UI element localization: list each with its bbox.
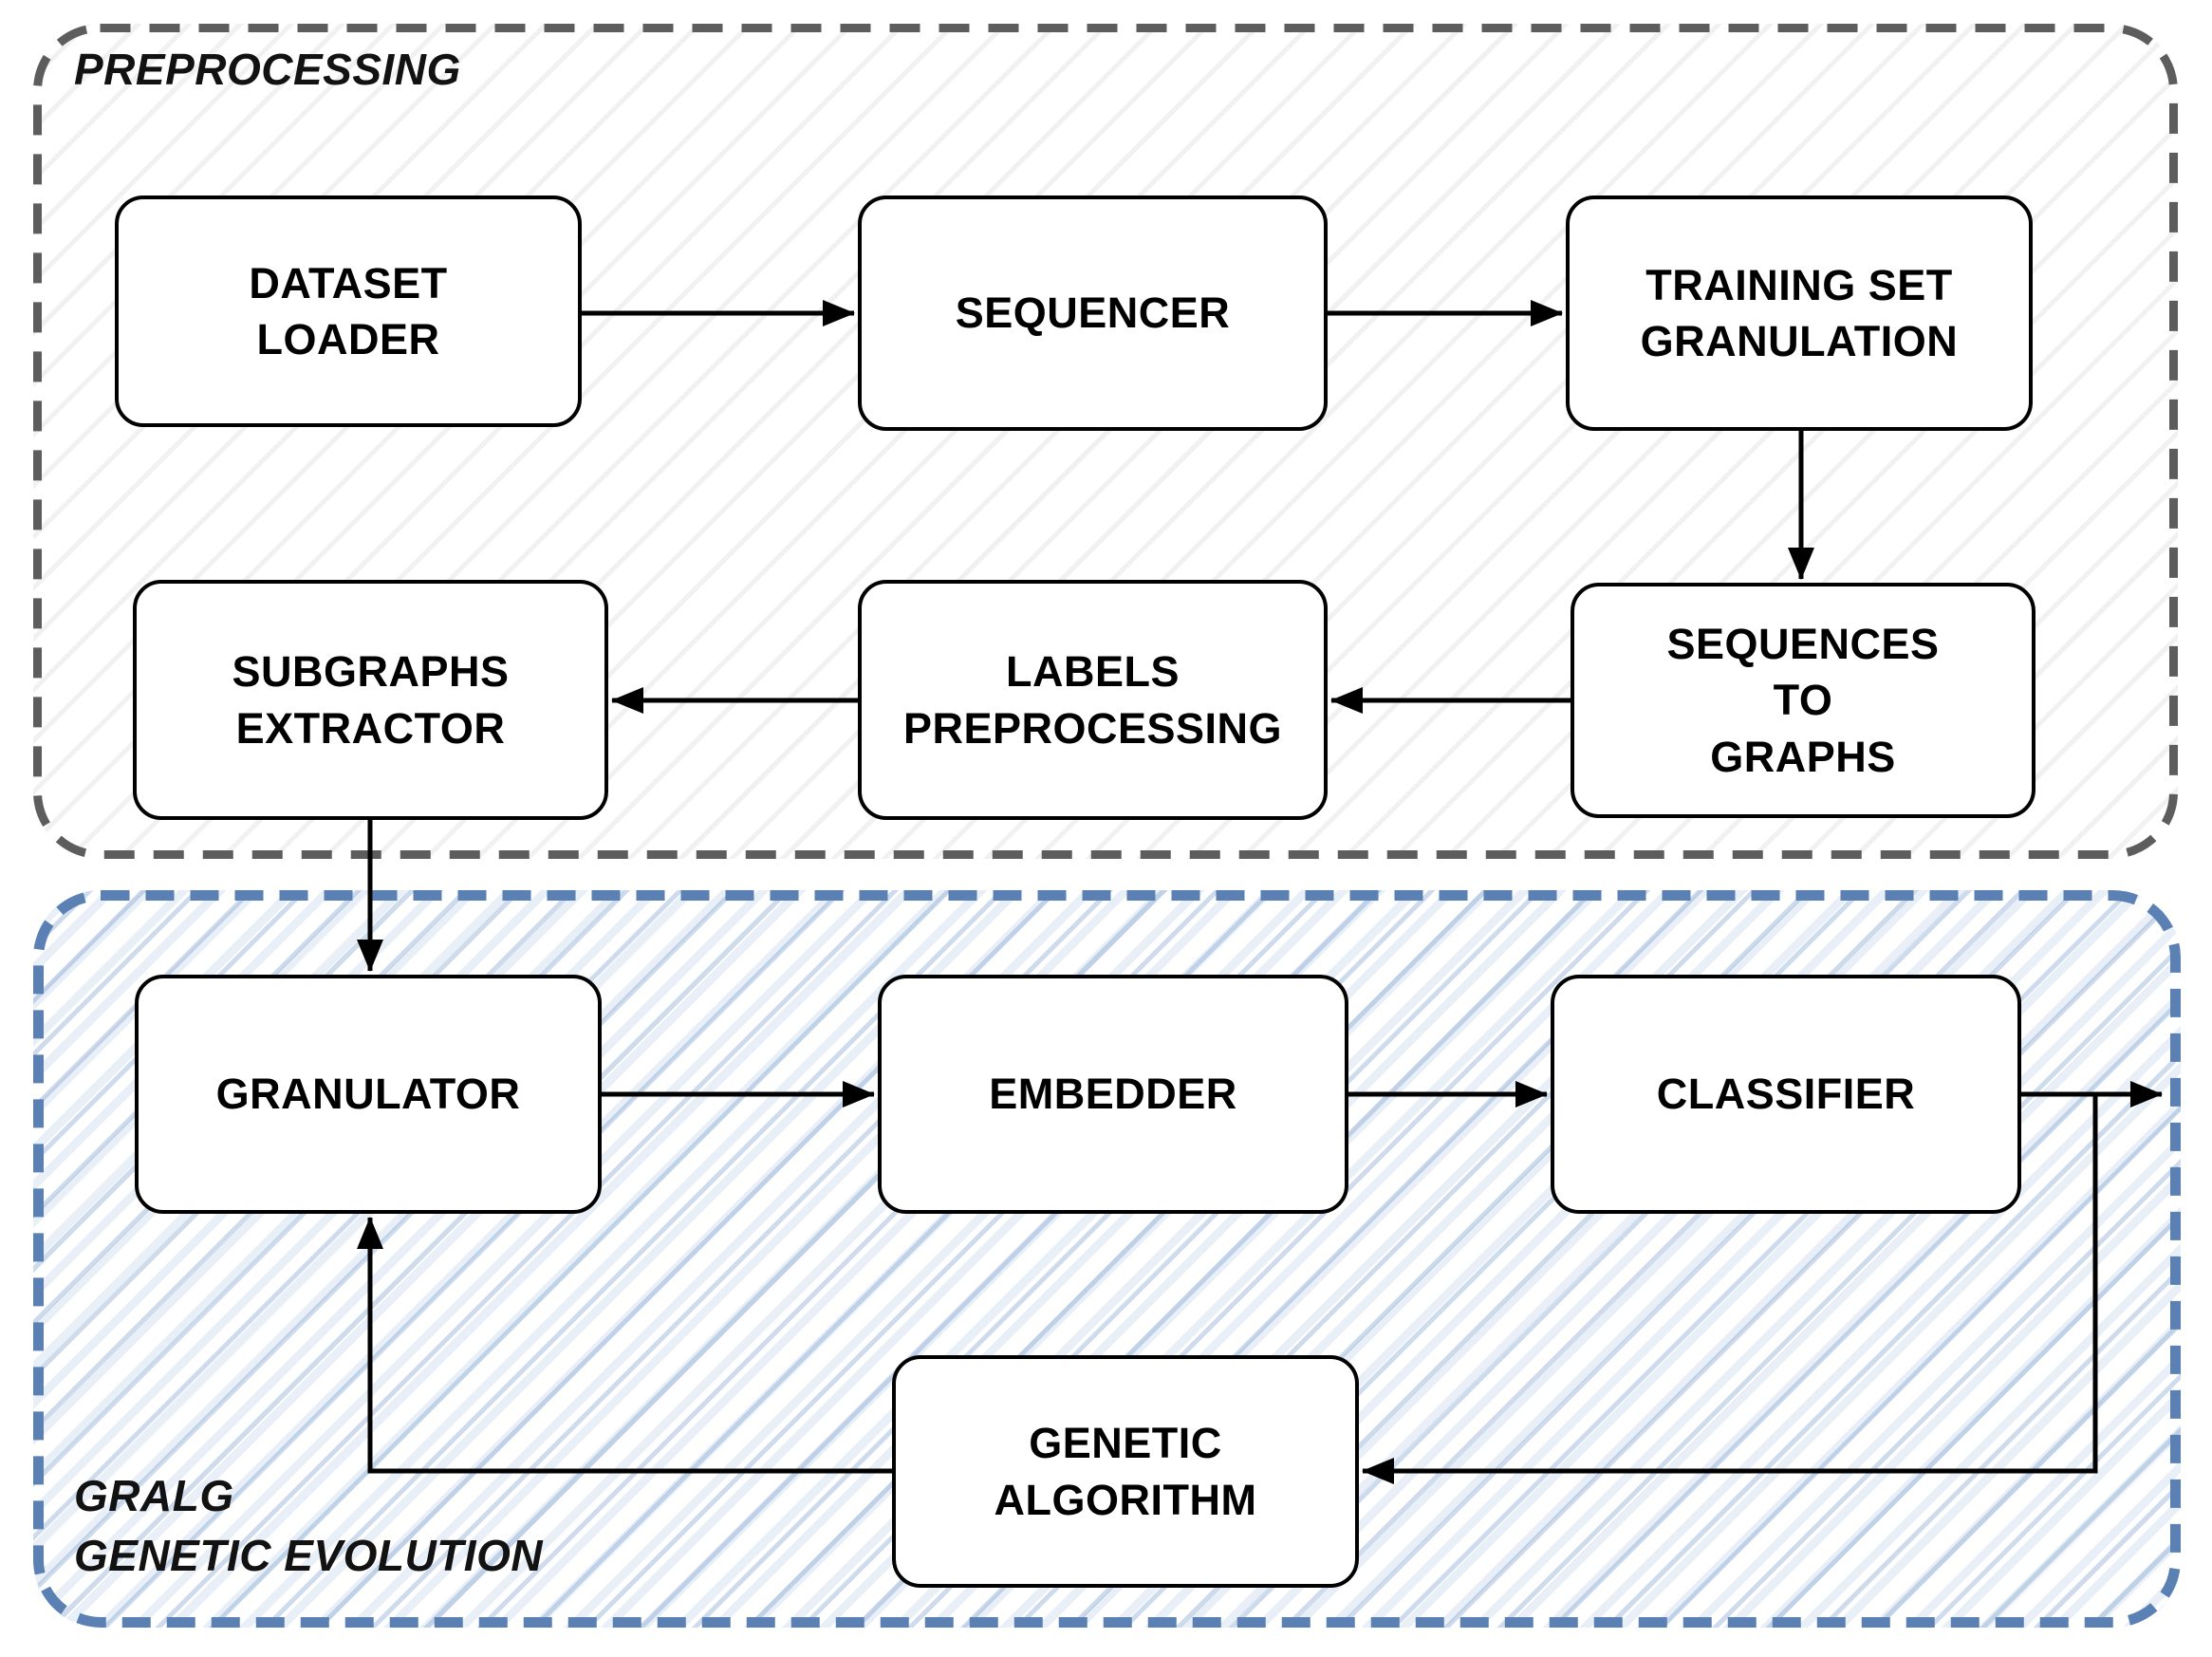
node-classifier-label: CLASSIFIER bbox=[1656, 1070, 1916, 1119]
node-training-set-granulation: TRAINING SET GRANULATION bbox=[1566, 195, 2033, 431]
node-sequencer-label: SEQUENCER bbox=[955, 289, 1231, 338]
node-dataset-loader-label: DATASET LOADER bbox=[249, 258, 448, 363]
node-sequences-to-graphs-label: SEQUENCES TO GRAPHS bbox=[1666, 619, 1940, 781]
node-dataset-loader: DATASET LOADER bbox=[115, 195, 582, 427]
node-genetic-algorithm-label: GENETIC ALGORITHM bbox=[994, 1419, 1257, 1524]
node-classifier: CLASSIFIER bbox=[1551, 975, 2021, 1214]
node-training-set-granulation-label: TRAINING SET GRANULATION bbox=[1640, 260, 1959, 365]
node-sequencer: SEQUENCER bbox=[858, 195, 1328, 431]
preprocessing-container-label: PREPROCESSING bbox=[74, 45, 461, 94]
node-subgraphs-extractor-label: SUBGRAPHS EXTRACTOR bbox=[232, 647, 510, 753]
node-granulator-label: GRANULATOR bbox=[215, 1070, 521, 1119]
node-labels-preprocessing: LABELS PREPROCESSING bbox=[858, 580, 1328, 820]
node-subgraphs-extractor: SUBGRAPHS EXTRACTOR bbox=[133, 580, 608, 820]
node-genetic-algorithm: GENETIC ALGORITHM bbox=[892, 1355, 1359, 1588]
node-granulator: GRANULATOR bbox=[135, 975, 602, 1214]
node-labels-preprocessing-label: LABELS PREPROCESSING bbox=[902, 647, 1283, 753]
gralg-container-label: GRALG GENETIC EVOLUTION bbox=[74, 1471, 544, 1581]
node-embedder: EMBEDDER bbox=[878, 975, 1348, 1214]
node-embedder-label: EMBEDDER bbox=[989, 1070, 1237, 1119]
node-sequences-to-graphs: SEQUENCES TO GRAPHS bbox=[1571, 583, 2035, 818]
